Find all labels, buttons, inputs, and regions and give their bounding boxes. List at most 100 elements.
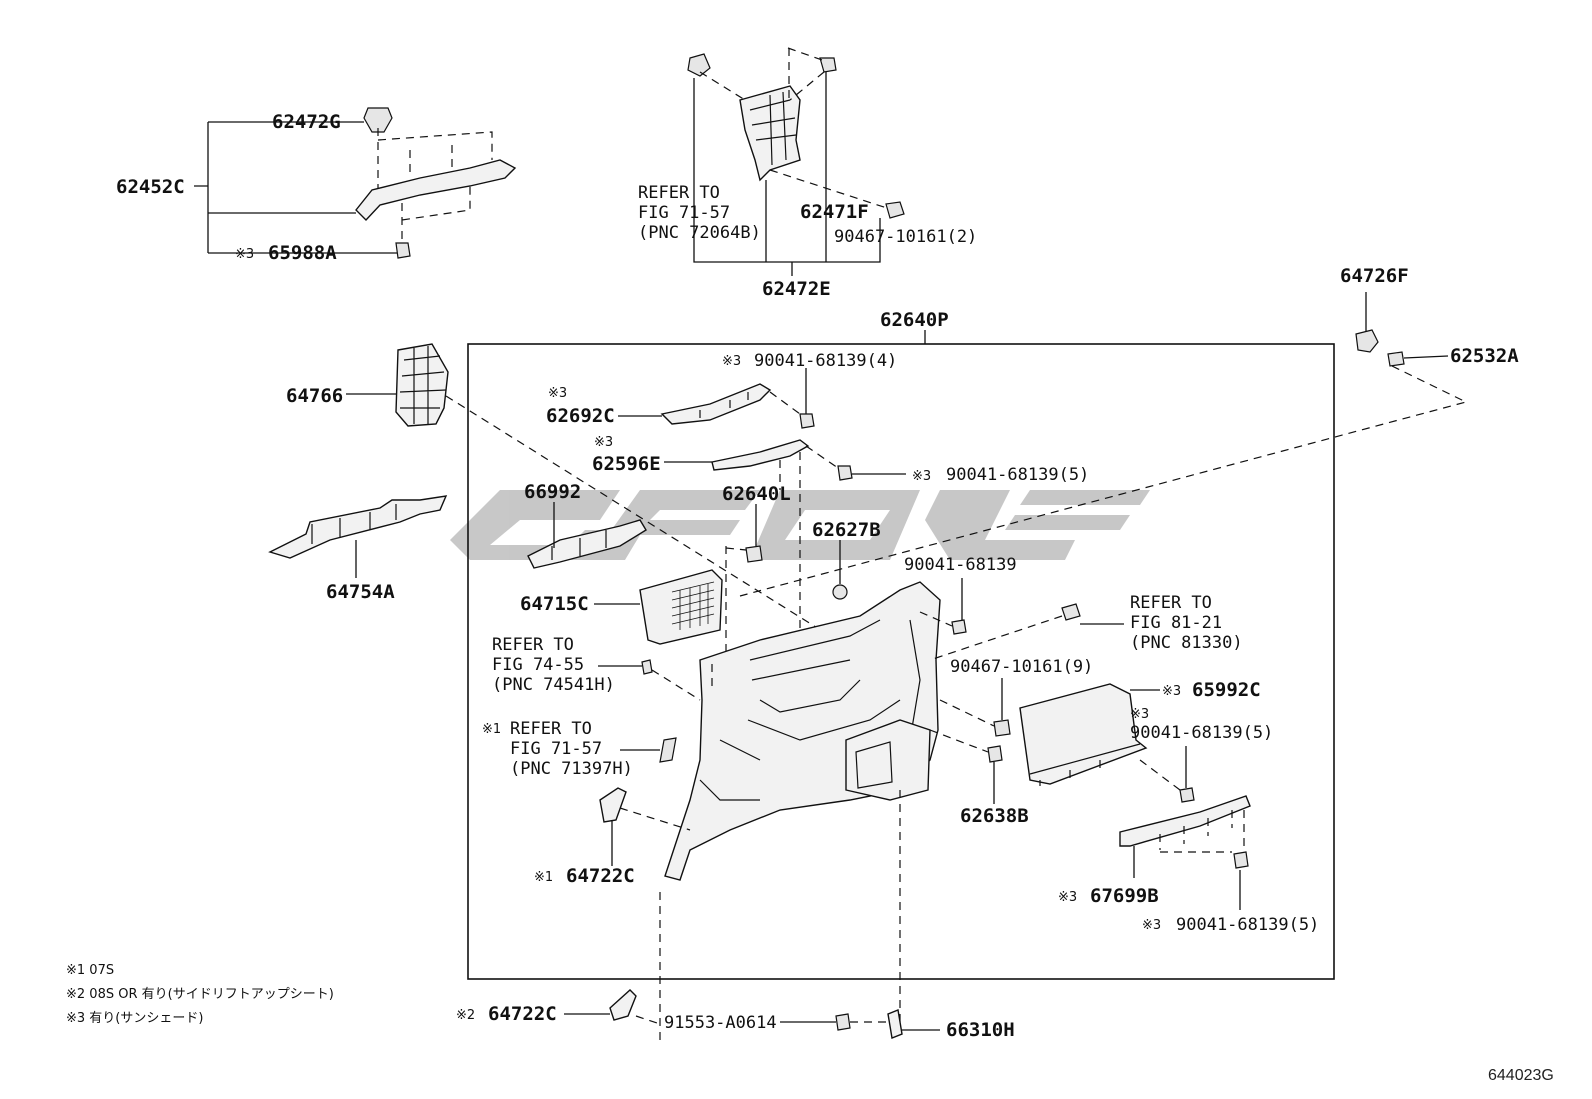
label-90467-9: 90467-10161(9) xyxy=(950,657,1093,677)
part-62640L-group xyxy=(725,504,763,680)
part-62638B-group xyxy=(929,729,1003,804)
screw-90041-5b xyxy=(1179,787,1195,803)
label-65992C: 65992C xyxy=(1192,679,1261,701)
bolt-91553 xyxy=(835,1013,851,1031)
clip-62471F xyxy=(885,201,905,219)
grille-64715C xyxy=(639,569,723,645)
label-66310H: 66310H xyxy=(946,1019,1015,1041)
clip-65988A xyxy=(395,242,411,259)
cover-64722C-2 xyxy=(609,989,637,1021)
screw-90041-4 xyxy=(799,413,815,429)
ref-81-21-line1: REFER TO xyxy=(1130,593,1212,613)
scuff-67699B xyxy=(1119,795,1251,847)
part-64766-group xyxy=(346,343,876,665)
storage-pocket xyxy=(845,719,931,801)
ref-71-57b-line2: FIG 71-57 xyxy=(510,739,602,759)
part-62640P-panel xyxy=(659,581,941,1040)
clip-62627B xyxy=(832,584,848,600)
part-64726F-group xyxy=(739,292,1468,597)
label-62471F: 62471F xyxy=(800,201,869,223)
mark-64722C-1: ※1 xyxy=(534,870,553,885)
ref-71-57a-line3: (PNC 72064B) xyxy=(638,223,761,243)
screw-90041-5c xyxy=(1233,851,1249,869)
label-64722C-1: 64722C xyxy=(566,865,635,887)
clip-ref-81-21 xyxy=(1061,603,1081,621)
cover-64722C-1 xyxy=(599,787,627,823)
clip-90467-9 xyxy=(993,719,1011,737)
footnote-2: ※2 08S OR 有り(サイドリフトアップシート) xyxy=(66,987,334,1002)
pillar-trim-62472E xyxy=(739,85,801,182)
label-62638B: 62638B xyxy=(960,805,1029,827)
label-65988A: 65988A xyxy=(268,242,337,264)
mark-62596E: ※3 xyxy=(594,435,613,450)
bracket-66310H xyxy=(887,1009,903,1039)
ref-71-57b-group xyxy=(620,737,677,763)
part-67699B-group xyxy=(1119,795,1251,910)
clip-ref-74-55 xyxy=(641,659,653,675)
label-64754A: 64754A xyxy=(326,581,395,603)
label-90041-5c: 90041-68139(5) xyxy=(1176,915,1319,935)
part-65992C-group xyxy=(1019,683,1195,803)
bracket-62596E xyxy=(711,439,810,471)
mark-90041-5a: ※3 xyxy=(912,469,931,484)
trim-64754A xyxy=(268,495,448,559)
label-62472G: 62472G xyxy=(272,111,341,133)
label-62532A: 62532A xyxy=(1450,345,1519,367)
trim-strip-62452C xyxy=(355,159,517,222)
ref-81-21-line2: FIG 81-21 xyxy=(1130,613,1222,633)
label-62596E: 62596E xyxy=(592,453,661,475)
ref-81-21-line3: (PNC 81330) xyxy=(1130,633,1243,653)
footnote-3: ※3 有り(サンシェード) xyxy=(66,1011,203,1026)
part-62627B-group xyxy=(832,540,848,600)
label-90041-5a: 90041-68139(5) xyxy=(946,465,1089,485)
ref-71-57b-line1: REFER TO xyxy=(510,719,592,739)
part-62596E-group xyxy=(664,439,906,636)
part-62472E-group xyxy=(687,47,905,276)
mark-90041-4: ※3 xyxy=(722,354,741,369)
panel-64766 xyxy=(395,343,449,427)
label-90041: 90041-68139 xyxy=(904,555,1017,575)
part-64715C-group xyxy=(594,569,723,645)
clip-upper-left xyxy=(687,53,711,77)
ref-81-21-group xyxy=(929,603,1124,661)
label-90041-4: 90041-68139(4) xyxy=(754,351,897,371)
part-66310H-group xyxy=(780,1009,940,1039)
mark-71-57b: ※1 xyxy=(482,722,501,737)
mark-90041-5c: ※3 xyxy=(1142,918,1161,933)
ref-71-57b-line3: (PNC 71397H) xyxy=(510,759,633,779)
mark-64722C-2: ※2 xyxy=(456,1008,475,1023)
screw-90041 xyxy=(951,619,967,635)
sunshade-65992C xyxy=(1019,683,1148,785)
mark-90041-5b: ※3 xyxy=(1130,707,1149,722)
cover-62692C xyxy=(660,383,772,425)
ref-74-55-line2: FIG 74-55 xyxy=(492,655,584,675)
label-90041-5b: 90041-68139(5) xyxy=(1130,723,1273,743)
catalog-number: 644023G xyxy=(1488,1067,1554,1084)
screw-90041-5a xyxy=(837,465,853,481)
label-62452C: 62452C xyxy=(116,176,185,198)
part-62692C-group xyxy=(618,368,815,429)
mark-65988A: ※3 xyxy=(235,247,254,262)
label-66992: 66992 xyxy=(524,481,581,503)
part-66992-group xyxy=(527,502,647,569)
label-64722C-2: 64722C xyxy=(488,1003,557,1025)
label-90467-2: 90467-10161(2) xyxy=(834,227,977,247)
label-62627B: 62627B xyxy=(812,519,881,541)
mark-62692C: ※3 xyxy=(548,386,567,401)
ref-71-57a-line2: FIG 71-57 xyxy=(638,203,730,223)
clip-ref-71-57b xyxy=(659,737,677,763)
labels: 62472G 62452C ※3 65988A REFER TO FIG 71-… xyxy=(66,111,1554,1084)
part-62452C-group xyxy=(194,107,517,259)
part-64722C-2-group xyxy=(564,989,661,1025)
label-64715C: 64715C xyxy=(520,593,589,615)
ref-74-55-line1: REFER TO xyxy=(492,635,574,655)
label-64766: 64766 xyxy=(286,385,343,407)
bezel-66992 xyxy=(527,519,647,569)
part-90041-right xyxy=(919,578,967,635)
clip-62638B xyxy=(987,745,1003,763)
grommet-64726F xyxy=(1355,329,1379,353)
footnote-1: ※1 07S xyxy=(66,963,114,978)
label-62692C: 62692C xyxy=(546,405,615,427)
label-62640L: 62640L xyxy=(722,483,791,505)
